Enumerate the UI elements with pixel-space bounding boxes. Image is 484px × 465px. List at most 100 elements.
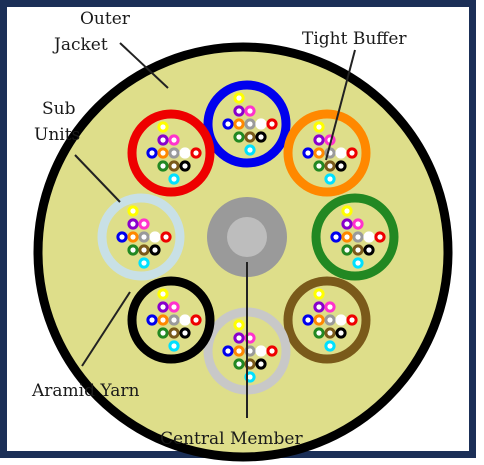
tight-buffer-fiber xyxy=(313,121,325,133)
tight-buffer-fiber xyxy=(313,327,325,339)
tight-buffer-fiber xyxy=(374,231,386,243)
tight-buffer-fiber xyxy=(160,231,172,243)
tight-buffer-label: Tight Buffer xyxy=(302,29,407,49)
tight-buffer-fiber xyxy=(127,244,139,256)
tight-buffer-fiber xyxy=(168,160,180,172)
tight-buffer-fiber xyxy=(352,257,364,269)
tight-buffer-fiber xyxy=(190,314,202,326)
tight-buffer-fiber xyxy=(149,231,161,243)
tight-buffer-fiber xyxy=(157,134,169,146)
aramid-yarn-label: Aramid Yarn xyxy=(31,381,140,401)
outer-jacket-pointer xyxy=(119,42,169,89)
tight-buffer-fiber xyxy=(127,231,139,243)
tight-buffer-fiber xyxy=(179,327,191,339)
tight-buffer-fiber xyxy=(179,314,191,326)
outer-jacket-label-line2: Jacket xyxy=(52,35,108,55)
sub-units-group xyxy=(97,80,399,395)
tight-buffer-fiber xyxy=(244,118,256,130)
tight-buffer-fiber xyxy=(324,327,336,339)
tight-buffer-fiber xyxy=(313,288,325,300)
tight-buffer-fiber xyxy=(222,118,234,130)
tight-buffer-fiber xyxy=(222,345,234,357)
tight-buffer-fiber xyxy=(127,218,139,230)
tight-buffer-fiber xyxy=(146,314,158,326)
tight-buffer-fiber xyxy=(324,301,336,313)
tight-buffer-fiber xyxy=(233,118,245,130)
tight-buffer-pointer xyxy=(325,49,356,161)
tight-buffer-fiber xyxy=(168,134,180,146)
tight-buffer-fiber xyxy=(190,147,202,159)
tight-buffer-fiber xyxy=(324,160,336,172)
tight-buffer-fiber xyxy=(157,121,169,133)
pointer-lines xyxy=(74,42,356,418)
tight-buffer-fiber xyxy=(324,314,336,326)
tight-buffer-fiber xyxy=(233,358,245,370)
tight-buffer-fiber xyxy=(244,144,256,156)
tight-buffer-fiber xyxy=(335,327,347,339)
tight-buffer-fiber xyxy=(233,319,245,331)
aramid-yarn-pointer xyxy=(81,291,131,367)
tight-buffer-fiber xyxy=(244,105,256,117)
tight-buffer-fiber xyxy=(352,231,364,243)
tight-buffer-fiber xyxy=(363,231,375,243)
tight-buffer-fiber xyxy=(157,288,169,300)
tight-buffer-fiber xyxy=(168,301,180,313)
tight-buffer-fiber xyxy=(233,131,245,143)
tight-buffer-fiber xyxy=(313,147,325,159)
tight-buffer-fiber xyxy=(363,244,375,256)
tight-buffer-fiber xyxy=(352,244,364,256)
tight-buffer-fiber xyxy=(302,314,314,326)
tight-buffer-fiber xyxy=(313,301,325,313)
tight-buffer-fiber xyxy=(179,147,191,159)
tight-buffer-fiber xyxy=(341,205,353,217)
tight-buffer-fiber xyxy=(341,231,353,243)
tight-buffer-fiber xyxy=(313,160,325,172)
tight-buffer-fiber xyxy=(266,345,278,357)
tight-buffer-fiber xyxy=(116,231,128,243)
tight-buffer-fiber xyxy=(341,244,353,256)
outer-jacket-label-line1: Outer xyxy=(80,9,131,29)
central-member-label: Central Member xyxy=(160,429,303,449)
tight-buffer-fiber xyxy=(157,327,169,339)
tight-buffer-fiber xyxy=(233,92,245,104)
tight-buffer-fiber xyxy=(346,147,358,159)
tight-buffer-fiber xyxy=(233,332,245,344)
tight-buffer-fiber xyxy=(341,218,353,230)
tight-buffer-fiber xyxy=(168,340,180,352)
tight-buffer-fiber xyxy=(255,358,267,370)
tight-buffer-fiber xyxy=(157,314,169,326)
tight-buffer-fiber xyxy=(313,134,325,146)
tight-buffer-fiber xyxy=(157,160,169,172)
tight-buffer-fiber xyxy=(330,231,342,243)
tight-buffer-fiber xyxy=(168,173,180,185)
tight-buffer-fiber xyxy=(157,147,169,159)
tight-buffer-fiber xyxy=(138,244,150,256)
tight-buffer-fiber xyxy=(324,340,336,352)
tight-buffer-fiber xyxy=(168,147,180,159)
tight-buffer-fiber xyxy=(255,345,267,357)
tight-buffer-fiber xyxy=(302,147,314,159)
sub-units-pointer xyxy=(74,154,121,203)
tight-buffer-fiber xyxy=(233,345,245,357)
tight-buffer-fiber xyxy=(146,147,158,159)
tight-buffer-fiber xyxy=(335,314,347,326)
tight-buffer-fiber xyxy=(157,301,169,313)
tight-buffer-fiber xyxy=(168,327,180,339)
tight-buffer-fiber xyxy=(138,231,150,243)
tight-buffer-fiber xyxy=(324,173,336,185)
sub-units-label-line1: Sub xyxy=(42,99,76,119)
tight-buffer-fiber xyxy=(346,314,358,326)
tight-buffer-fiber xyxy=(313,314,325,326)
tight-buffer-fiber xyxy=(138,257,150,269)
tight-buffer-fiber xyxy=(233,105,245,117)
tight-buffer-fiber xyxy=(255,131,267,143)
tight-buffer-fiber xyxy=(266,118,278,130)
tight-buffer-fiber xyxy=(149,244,161,256)
tight-buffer-fiber xyxy=(352,218,364,230)
tight-buffer-fiber xyxy=(168,314,180,326)
tight-buffer-fiber xyxy=(138,218,150,230)
tight-buffer-fiber xyxy=(255,118,267,130)
central-member-core xyxy=(227,217,267,257)
